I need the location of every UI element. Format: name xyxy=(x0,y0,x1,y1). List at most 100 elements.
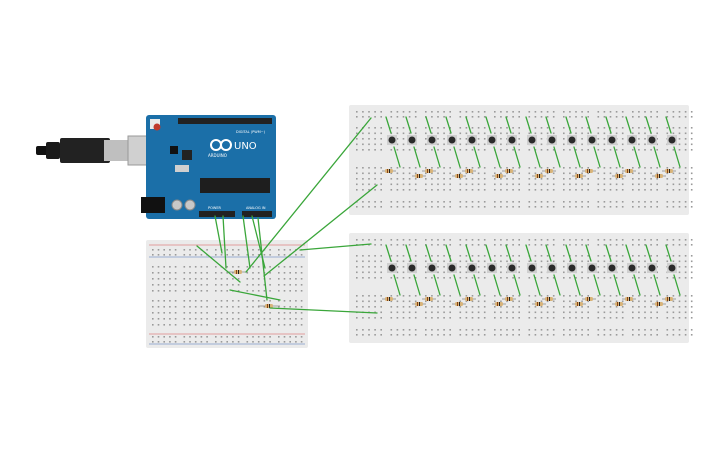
arduino-uno-board[interactable]: UNO ARDUINO DIGITAL (PWM~) POWER ANALOG … xyxy=(141,115,276,219)
breadboard-hole xyxy=(220,272,223,274)
breadboard-hole xyxy=(425,172,427,175)
breadboard-hole xyxy=(528,189,531,191)
breadboard-hole xyxy=(690,329,693,331)
breadboard-hole xyxy=(449,260,451,263)
breadboard-hole xyxy=(575,329,577,331)
pushbutton[interactable] xyxy=(428,136,436,144)
breadboard-hole xyxy=(477,277,480,279)
breadboard-hole xyxy=(656,317,658,319)
pushbutton[interactable] xyxy=(628,136,636,144)
breadboard-hole xyxy=(678,206,681,208)
analog-header[interactable] xyxy=(242,211,272,217)
pushbutton[interactable] xyxy=(408,136,416,144)
breadboard-hole xyxy=(534,300,537,303)
breadboard-hole xyxy=(215,336,217,338)
breadboard-hole xyxy=(621,183,624,186)
pushbutton[interactable] xyxy=(648,264,656,272)
pushbutton[interactable] xyxy=(488,136,496,144)
digital-header[interactable] xyxy=(178,118,272,124)
breadboard-hole xyxy=(528,149,531,151)
pushbutton[interactable] xyxy=(648,136,656,144)
breadboard-hole xyxy=(563,306,565,308)
breadboard-hole xyxy=(414,260,417,263)
breadboard-hole xyxy=(621,260,624,263)
breadboard-hole xyxy=(300,266,303,268)
breadboard-hole xyxy=(356,127,358,129)
pushbutton[interactable] xyxy=(448,136,456,144)
breadboard-hole xyxy=(644,201,646,203)
breadboard-hole xyxy=(609,295,612,297)
breadboard-hole xyxy=(656,239,658,241)
jumper-wire xyxy=(633,274,641,296)
breadboard-hole xyxy=(581,260,583,263)
breadboard-hole xyxy=(684,116,687,118)
breadboard-hole xyxy=(226,324,228,326)
small-breadboard[interactable] xyxy=(146,240,308,348)
breadboard-hole xyxy=(465,111,468,113)
breadboard-hole xyxy=(650,201,652,203)
resistor-band xyxy=(629,297,630,301)
resistor-band xyxy=(659,174,660,178)
pushbutton[interactable] xyxy=(508,136,516,144)
breadboard-hole xyxy=(477,149,480,151)
breadboard-hole xyxy=(269,266,271,268)
breadboard-hole xyxy=(237,278,240,280)
pushbutton[interactable] xyxy=(388,136,396,144)
breadboard-hole xyxy=(431,189,433,191)
breadboard-hole xyxy=(396,138,399,140)
pushbutton[interactable] xyxy=(408,264,416,272)
pushbutton[interactable] xyxy=(528,136,536,144)
breadboard-hole xyxy=(483,111,486,113)
pushbutton[interactable] xyxy=(488,264,496,272)
breadboard-hole xyxy=(408,329,411,331)
breadboard-hole xyxy=(356,239,358,241)
breadboard-hole xyxy=(534,334,537,336)
pushbutton[interactable] xyxy=(548,136,556,144)
power-header[interactable] xyxy=(199,211,235,217)
breadboard-hole xyxy=(632,167,634,169)
breadboard-hole xyxy=(477,143,480,146)
pushbutton[interactable] xyxy=(468,264,476,272)
pushbutton[interactable] xyxy=(508,264,516,272)
breadboard-hole xyxy=(603,172,606,175)
pushbutton[interactable] xyxy=(588,136,596,144)
breadboard-hole xyxy=(289,312,291,314)
breadboard-hole xyxy=(603,260,606,263)
pushbutton[interactable] xyxy=(388,264,396,272)
breadboard-hole xyxy=(638,255,640,257)
pushbutton[interactable] xyxy=(668,136,676,144)
pushbutton[interactable] xyxy=(448,264,456,272)
bottom-breadboard[interactable] xyxy=(349,233,693,343)
reset-button[interactable] xyxy=(153,123,161,131)
top-breadboard[interactable] xyxy=(349,105,693,215)
pushbutton[interactable] xyxy=(668,264,676,272)
pushbutton[interactable] xyxy=(588,264,596,272)
breadboard-hole xyxy=(666,306,669,308)
breadboard-hole xyxy=(380,300,382,303)
pushbutton[interactable] xyxy=(548,264,556,272)
pushbutton[interactable] xyxy=(468,136,476,144)
pushbutton[interactable] xyxy=(568,136,576,144)
pushbutton[interactable] xyxy=(608,136,616,144)
power-jack xyxy=(141,197,165,213)
breadboard-hole xyxy=(587,189,589,191)
breadboard-hole xyxy=(289,249,291,251)
breadboard-hole xyxy=(152,272,154,274)
breadboard-hole xyxy=(189,249,191,251)
breadboard-hole xyxy=(362,300,364,303)
breadboard-hole xyxy=(459,306,462,308)
breadboard-hole xyxy=(300,272,303,274)
breadboard-hole xyxy=(638,306,640,308)
pushbutton[interactable] xyxy=(628,264,636,272)
breadboard-hole xyxy=(650,127,652,129)
breadboard-hole xyxy=(615,132,618,135)
pushbutton[interactable] xyxy=(608,264,616,272)
breadboard-hole xyxy=(534,111,537,113)
breadboard-hole xyxy=(402,239,405,241)
breadboard-hole xyxy=(597,172,600,175)
pushbutton[interactable] xyxy=(528,264,536,272)
breadboard-hole xyxy=(684,138,687,140)
pushbutton[interactable] xyxy=(428,264,436,272)
breadboard-hole xyxy=(621,172,624,175)
pushbutton[interactable] xyxy=(568,264,576,272)
